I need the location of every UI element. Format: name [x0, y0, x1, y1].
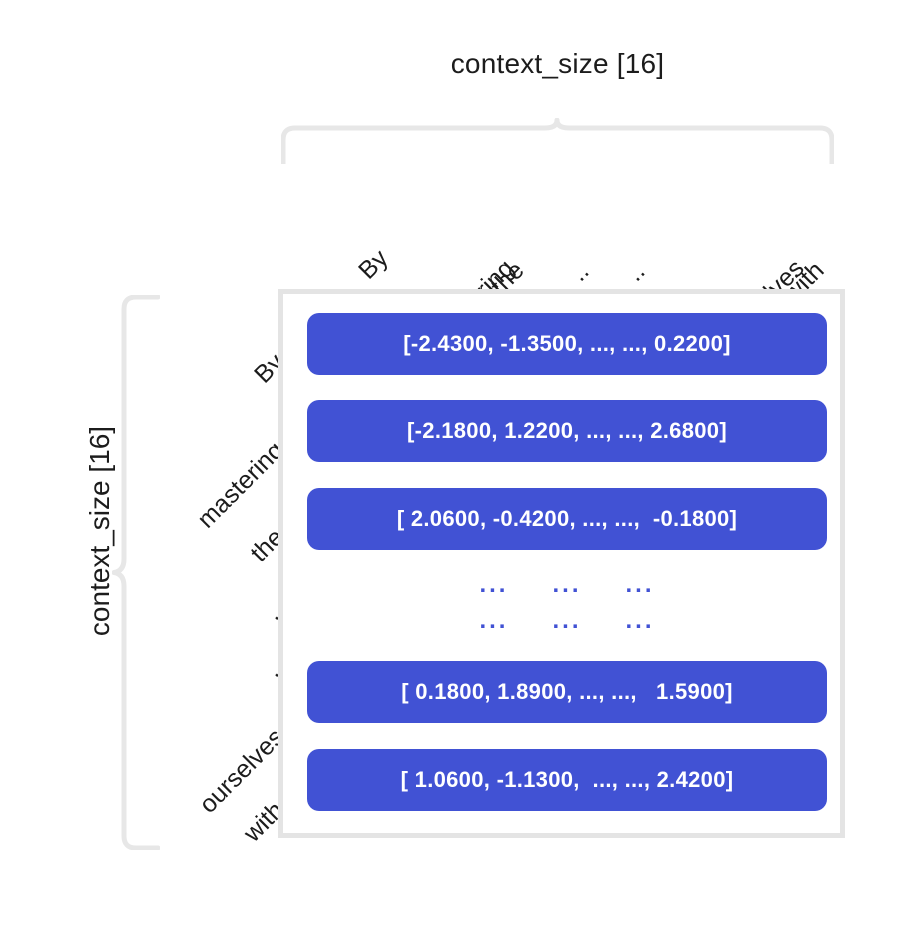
ellipsis-group: ...: [625, 571, 655, 598]
left-brace-icon: [112, 295, 160, 850]
ellipsis-group: ...: [625, 607, 655, 634]
ellipsis-group: ...: [552, 607, 582, 634]
ellipsis-row: ... ... ...: [307, 606, 827, 636]
ellipsis-group: ...: [479, 607, 509, 634]
embedding-row: [-2.1800, 1.2200, ..., ..., 2.6800]: [307, 400, 827, 462]
embedding-row: [-2.4300, -1.3500, ..., ..., 0.2200]: [307, 313, 827, 375]
matrix-container: [-2.4300, -1.3500, ..., ..., 0.2200] [-2…: [278, 289, 845, 838]
top-brace-icon: [281, 118, 834, 164]
embedding-row: [ 2.0600, -0.4200, ..., ..., -0.1800]: [307, 488, 827, 550]
row-label-group: By mastering the .. .. ourselves with: [0, 0, 289, 930]
ellipsis-group: ...: [552, 571, 582, 598]
embedding-row: [ 0.1800, 1.8900, ..., ..., 1.5900]: [307, 661, 827, 723]
top-axis-label: context_size [16]: [450, 48, 665, 79]
embedding-row: [ 1.0600, -1.1300, ..., ..., 2.4200]: [307, 749, 827, 811]
ellipsis-row: ... ... ...: [307, 570, 827, 600]
ellipsis-group: ...: [479, 571, 509, 598]
